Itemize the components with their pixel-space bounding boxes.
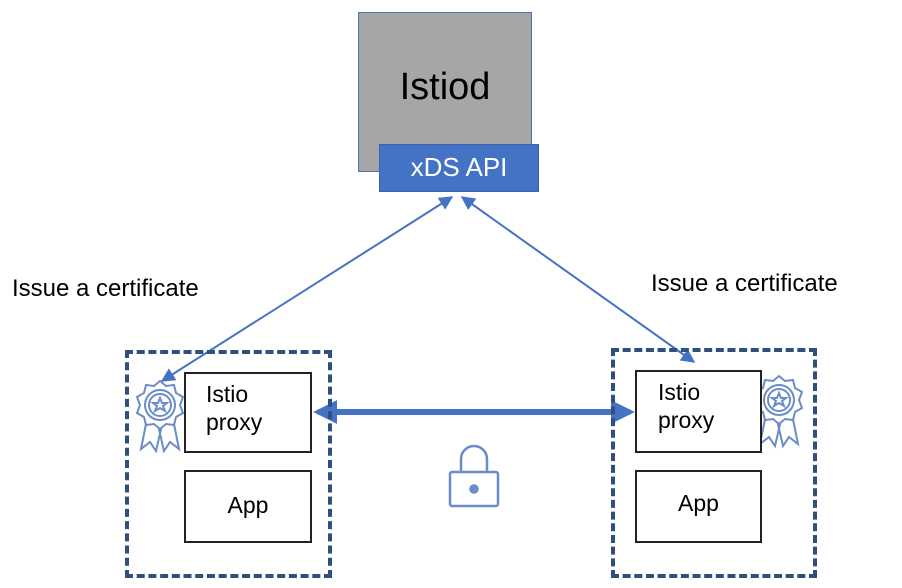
lock-icon [448,444,500,508]
pod-right [611,348,817,578]
proxy-label-line2: proxy [206,408,263,435]
istio-proxy-box-left [184,372,312,453]
xds-api-box [379,144,539,192]
pod-left [125,350,332,578]
xds-api-label: xDS API [410,152,508,182]
issue-certificate-label-right: Issue a certificate [651,270,838,297]
issue-certificate-label-left: Issue a certificate [12,275,199,302]
app-box-left [184,470,312,543]
istio-proxy-label-right: Istio proxy [658,379,714,434]
cert-issue-line-right [460,196,696,363]
proxy-label-line1: Istio [658,379,701,405]
certificate-badge-icon [754,374,804,449]
istio-proxy-box-right [635,370,762,453]
certificate-badge-icon [135,379,185,454]
istiod-title: Istiod [399,66,491,108]
istio-proxy-label-left: Istio proxy [206,381,262,436]
app-box-right [635,470,762,543]
app-label-left: App [227,492,269,518]
app-label-right: App [678,490,719,516]
proxy-label-line1: Istio [206,381,249,407]
proxy-label-line2: proxy [658,406,715,433]
